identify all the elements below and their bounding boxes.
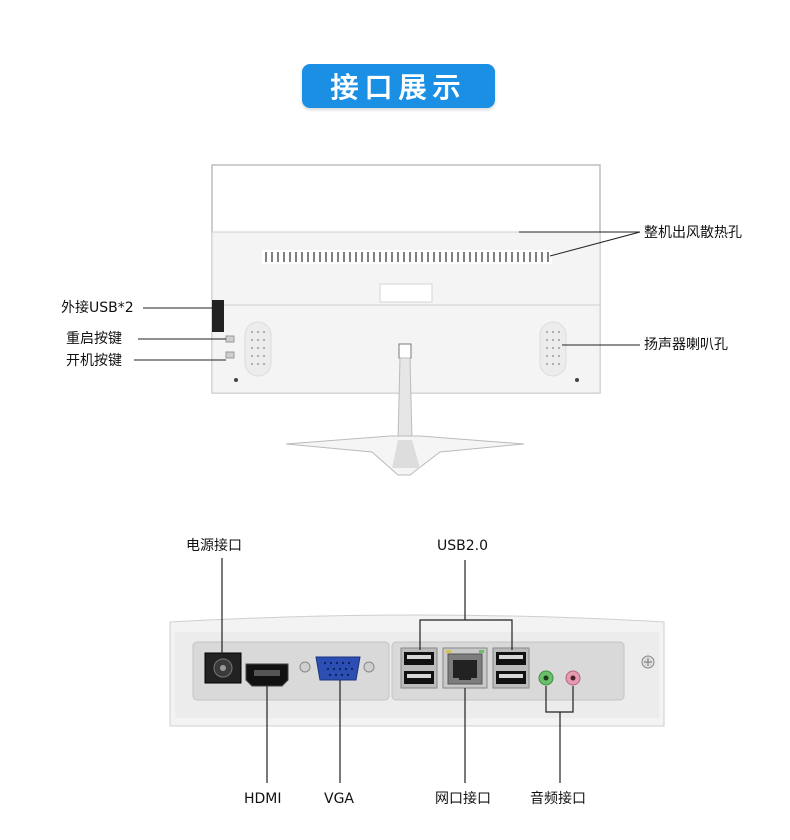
io-panel-view <box>169 558 665 783</box>
speaker-holes-label: 扬声器喇叭孔 <box>644 337 728 353</box>
hdmi-label: HDMI <box>244 791 282 807</box>
lan-port <box>442 647 488 689</box>
lan-port-label: 网口接口 <box>435 791 491 807</box>
right-speaker-grille <box>539 321 567 377</box>
usb-ports-left <box>400 647 438 689</box>
hdmi-port <box>245 663 289 687</box>
monitor-stand <box>285 343 525 476</box>
audio-jacks <box>538 670 581 686</box>
left-speaker-grille <box>244 321 272 377</box>
power-port-label: 电源接口 <box>186 538 242 554</box>
dc-power-jack <box>204 652 242 684</box>
restart-button-label: 重启按键 <box>66 331 122 347</box>
usb-ports-right <box>492 647 530 689</box>
usb-label: USB2.0 <box>437 538 489 554</box>
monitor-back-view <box>134 164 641 476</box>
page-title: 接口展示 <box>302 64 495 108</box>
vga-port <box>299 656 375 681</box>
vga-label: VGA <box>324 791 355 807</box>
external-usb-label: 外接USB*2 <box>61 300 134 316</box>
audio-port-label: 音频接口 <box>530 791 586 807</box>
vent-holes-label: 整机出风散热孔 <box>644 225 742 241</box>
power-button-label: 开机按键 <box>66 353 122 369</box>
vent-holes <box>262 250 552 264</box>
